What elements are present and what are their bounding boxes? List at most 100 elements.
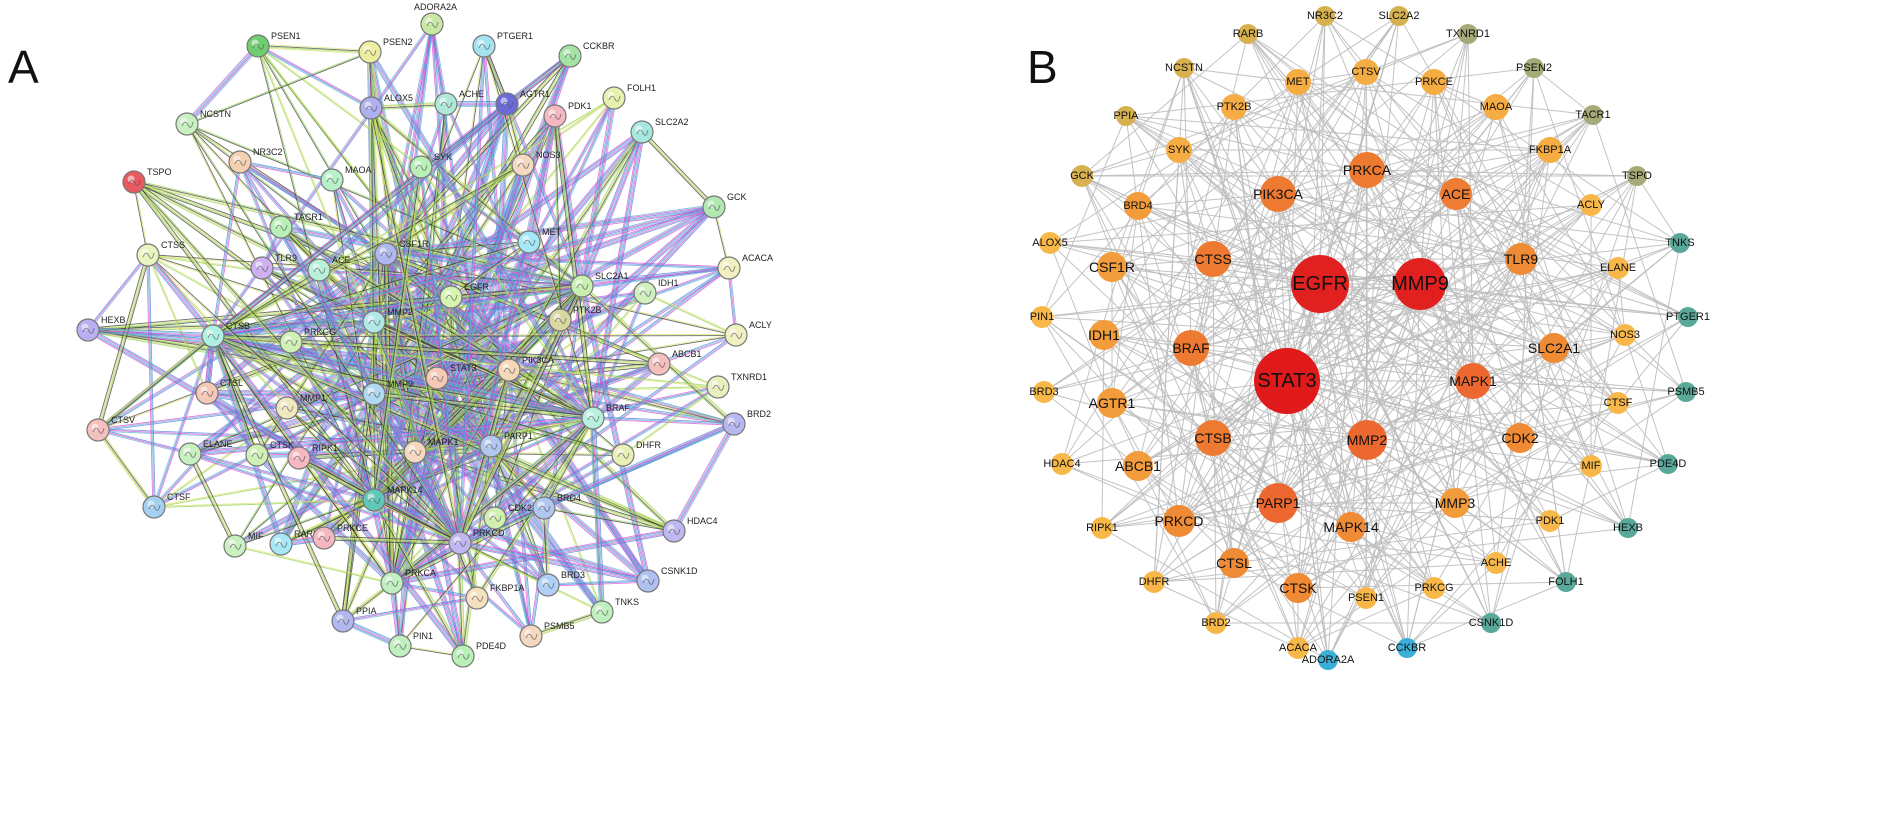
- network-b-node-label: NCSTN: [1165, 62, 1203, 74]
- network-b-node-label: CTSL: [1216, 555, 1252, 571]
- network-a-edge: [591, 292, 647, 419]
- network-b-node-braf: BRAF: [1172, 330, 1210, 366]
- network-a-node-label: PRKCD: [473, 528, 505, 538]
- network-a-edge: [132, 181, 150, 256]
- network-b-node-folh1: FOLH1: [1548, 572, 1584, 592]
- network-a-node-label: ALOX5: [384, 93, 413, 103]
- network-a-node-abcb1: ABCB1: [647, 349, 702, 376]
- network-b-node-label: MAOA: [1480, 101, 1513, 113]
- network-b-node-label: MIF: [1582, 460, 1601, 472]
- network-b-edges: [1041, 15, 1689, 661]
- network-b-edge: [1277, 193, 1592, 467]
- network-a-edge: [146, 254, 156, 508]
- network-a-edge: [368, 107, 377, 501]
- network-b-node-label: MET: [1286, 76, 1310, 88]
- network-a-edge: [96, 334, 215, 432]
- network-a-edge: [95, 254, 151, 431]
- network-a-edge: [368, 107, 463, 544]
- network-a-node-label: PRKCA: [405, 568, 436, 578]
- network-b-node-label: PARP1: [1256, 495, 1301, 511]
- network-a-node-label: DHFR: [636, 440, 661, 450]
- network-b-node-label: TSPO: [1622, 170, 1652, 182]
- network-b-edge: [1137, 465, 1367, 599]
- network-b-edge: [1319, 242, 1681, 285]
- network-b-edge: [1433, 81, 1522, 260]
- network-b-edge: [1286, 193, 1457, 382]
- network-b-edge: [1624, 334, 1669, 465]
- network-b-node-csf1r: CSF1R: [1089, 252, 1135, 282]
- network-a-node-cdk2: CDK2: [483, 503, 532, 530]
- network-b-node-tlr9: TLR9: [1504, 243, 1538, 275]
- network-b-edge: [1125, 115, 1551, 151]
- network-b-edge: [1247, 33, 1619, 269]
- network-a-node-psen2: PSEN2: [358, 37, 413, 64]
- network-b-edge: [1617, 267, 1626, 336]
- network-a-node-label: PTGER1: [497, 31, 533, 41]
- network-b-edge: [1101, 527, 1329, 661]
- network-a-node-brd2: BRD2: [722, 409, 771, 436]
- network-b-node-label: MMP9: [1391, 273, 1449, 295]
- network-a-node-label: PDE4D: [476, 641, 507, 651]
- network-b-node-fkbp1a: FKBP1A: [1529, 137, 1572, 163]
- network-b-edge: [1490, 175, 1638, 624]
- network-b-edge: [1419, 114, 1594, 285]
- network-a-node-prkcd: PRKCD: [448, 528, 505, 555]
- network-b-edge: [1286, 71, 1367, 382]
- network-b-edge: [1212, 193, 1457, 439]
- network-a-edge: [239, 160, 387, 256]
- network-a-node-mapk1: MAPK1: [403, 437, 459, 464]
- network-b-edge: [1125, 67, 1535, 117]
- network-b-edge: [1190, 347, 1435, 589]
- network-b-node-tspo: TSPO: [1622, 166, 1652, 186]
- network-b-node-label: FKBP1A: [1529, 144, 1572, 156]
- network-b-node-label: ACACA: [1279, 642, 1318, 654]
- network-a-edge: [86, 253, 150, 332]
- network-b-node-label: ACLY: [1577, 199, 1606, 211]
- network-b-node-slc2a2: SLC2A2: [1379, 6, 1419, 26]
- network-a-node-ptger1: PTGER1: [472, 31, 533, 58]
- network-b-edge: [1319, 283, 1492, 624]
- network-a-edge: [530, 609, 603, 639]
- network-b-node-label: PDK1: [1536, 515, 1565, 527]
- network-b-edge: [1277, 258, 1522, 504]
- network-b-node-label: CTSK: [1279, 580, 1317, 596]
- network-b-edge: [1406, 283, 1421, 649]
- network-a-node-label: TACR1: [294, 212, 323, 222]
- network-b-edge: [1520, 258, 1567, 583]
- network-a-edge: [317, 101, 509, 273]
- network-b-node-egfr: EGFR: [1291, 255, 1349, 313]
- network-b-edge: [1297, 81, 1435, 589]
- network-a-node-label: PIK3CA: [522, 355, 554, 365]
- network-a-node-label: HDAC4: [687, 516, 718, 526]
- network-a-node-label: MAPK14: [387, 485, 423, 495]
- network-a-edge: [86, 327, 462, 546]
- network-a-node-gck: GCK: [702, 192, 747, 219]
- network-b-node-label: PTK2B: [1217, 101, 1252, 113]
- network-b-node-tnks: TNKS: [1665, 233, 1695, 253]
- network-b-edge: [1277, 193, 1329, 661]
- network-b-node-label: STAT3: [1257, 370, 1316, 392]
- network-b-edge: [1495, 106, 1626, 336]
- network-b-node-label: ABCB1: [1115, 458, 1161, 474]
- network-b-edge: [1365, 33, 1469, 73]
- network-a-node-fkbp1a: FKBP1A: [465, 583, 525, 610]
- network-a-node-label: ACHE: [459, 89, 484, 99]
- network-b-node-brd4: BRD4: [1123, 192, 1153, 220]
- network-a-node-label: ADORA2A: [414, 2, 457, 12]
- network-b-node-ctsk: CTSK: [1279, 573, 1317, 603]
- network-b-node-label: CTSS: [1194, 251, 1231, 267]
- network-b-edge: [1247, 33, 1567, 583]
- network-b-edge: [1125, 115, 1180, 522]
- network-b-edge: [1049, 242, 1619, 404]
- network-b-edge: [1178, 149, 1551, 522]
- network-a-edge: [152, 335, 215, 508]
- network-b-node-label: MMP3: [1435, 495, 1476, 511]
- network-b-edge: [1277, 193, 1681, 244]
- network-b-node-prkcg: PRKCG: [1414, 577, 1454, 599]
- network-b-node-mif: MIF: [1580, 455, 1602, 477]
- network-a-node-ptk2b: PTK2B: [548, 305, 602, 332]
- network-b-edge: [1455, 193, 1689, 318]
- network-b-edge: [1286, 380, 1329, 661]
